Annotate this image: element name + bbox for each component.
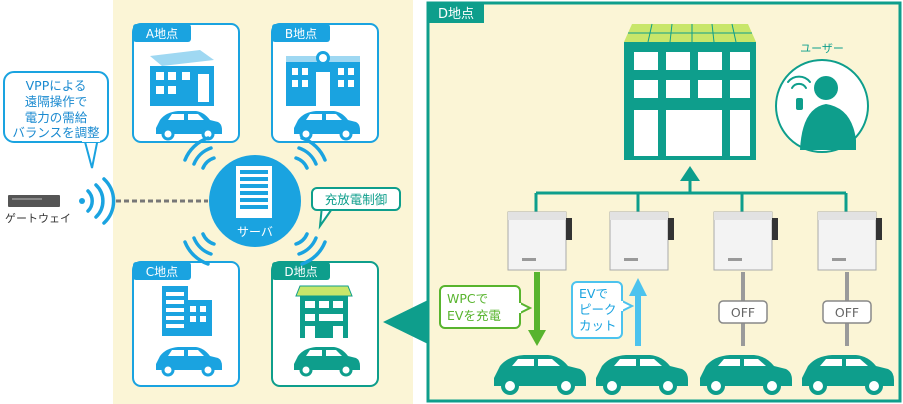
zoom-connector — [383, 300, 428, 344]
server-label: サーバ — [237, 225, 273, 239]
vpp-callout-line-2: 遠隔操作で — [25, 94, 88, 109]
wpc-callout: WPCで EVを充電 — [439, 285, 533, 329]
house-icon — [150, 50, 214, 106]
office-building-icon — [162, 286, 212, 336]
charge-arrow-down — [528, 272, 546, 346]
off-label-1: OFF — [731, 305, 755, 320]
discharge-arrow-up — [629, 278, 647, 346]
vpp-callout-line-1: VPPによる — [26, 78, 87, 93]
car-icon — [156, 111, 222, 141]
peak-callout-line-3: カット — [579, 318, 617, 333]
ev-car-icon-2 — [596, 355, 688, 395]
site-card-b: B地点 — [271, 23, 379, 143]
off-label-2: OFF — [835, 305, 859, 320]
off-badge-2: OFF — [822, 300, 872, 324]
ev-car-icon-1 — [494, 355, 586, 395]
user-icon — [775, 59, 869, 153]
wpc-callout-line-2: EVを充電 — [447, 308, 501, 323]
ev-car-icon-4 — [802, 355, 894, 395]
wifi-signal-icons — [183, 136, 327, 266]
building-feed-arrow — [680, 166, 700, 181]
solar-building-icon — [295, 285, 353, 338]
site-card-a: A地点 — [132, 23, 240, 143]
control-callout: 充放電制御 — [311, 187, 401, 230]
charger-4 — [817, 211, 882, 271]
site-card-c: C地点 — [132, 261, 240, 387]
detail-title: D地点 — [438, 7, 474, 22]
wpc-callout-line-1: WPCで — [447, 291, 488, 306]
gateway-label: ゲートウェイ — [5, 212, 71, 225]
charger-2 — [609, 211, 674, 271]
charger-1 — [507, 211, 572, 271]
wifi-icon — [79, 177, 116, 225]
site-label-c: C地点 — [146, 265, 178, 279]
school-building-icon — [286, 51, 360, 106]
site-card-d: D地点 — [271, 261, 379, 387]
off-badge-1: OFF — [718, 300, 768, 324]
charger-3 — [713, 211, 778, 271]
vpp-callout-line-3: 電力の需給 — [25, 110, 88, 125]
peak-callout: EVで ピーク カット — [571, 281, 635, 339]
gateway-icon — [8, 195, 60, 207]
car-icon — [294, 347, 360, 377]
main-building-icon — [624, 23, 756, 160]
peak-callout-line-1: EVで — [579, 286, 608, 301]
ev-car-icon-3 — [700, 355, 792, 395]
car-icon — [294, 111, 360, 141]
control-callout-text: 充放電制御 — [325, 192, 388, 207]
vpp-callout: VPPによる 遠隔操作で 電力の需給 バランスを調整 — [3, 71, 109, 169]
car-icon — [156, 347, 222, 377]
site-label-b: B地点 — [285, 27, 317, 41]
vpp-callout-line-4: バランスを調整 — [12, 125, 100, 140]
site-label-d: D地点 — [284, 265, 317, 279]
site-label-a: A地点 — [146, 27, 178, 41]
peak-callout-line-2: ピーク — [579, 302, 617, 317]
user-label: ユーザー — [800, 42, 844, 55]
server-node: サーバ — [209, 155, 301, 247]
